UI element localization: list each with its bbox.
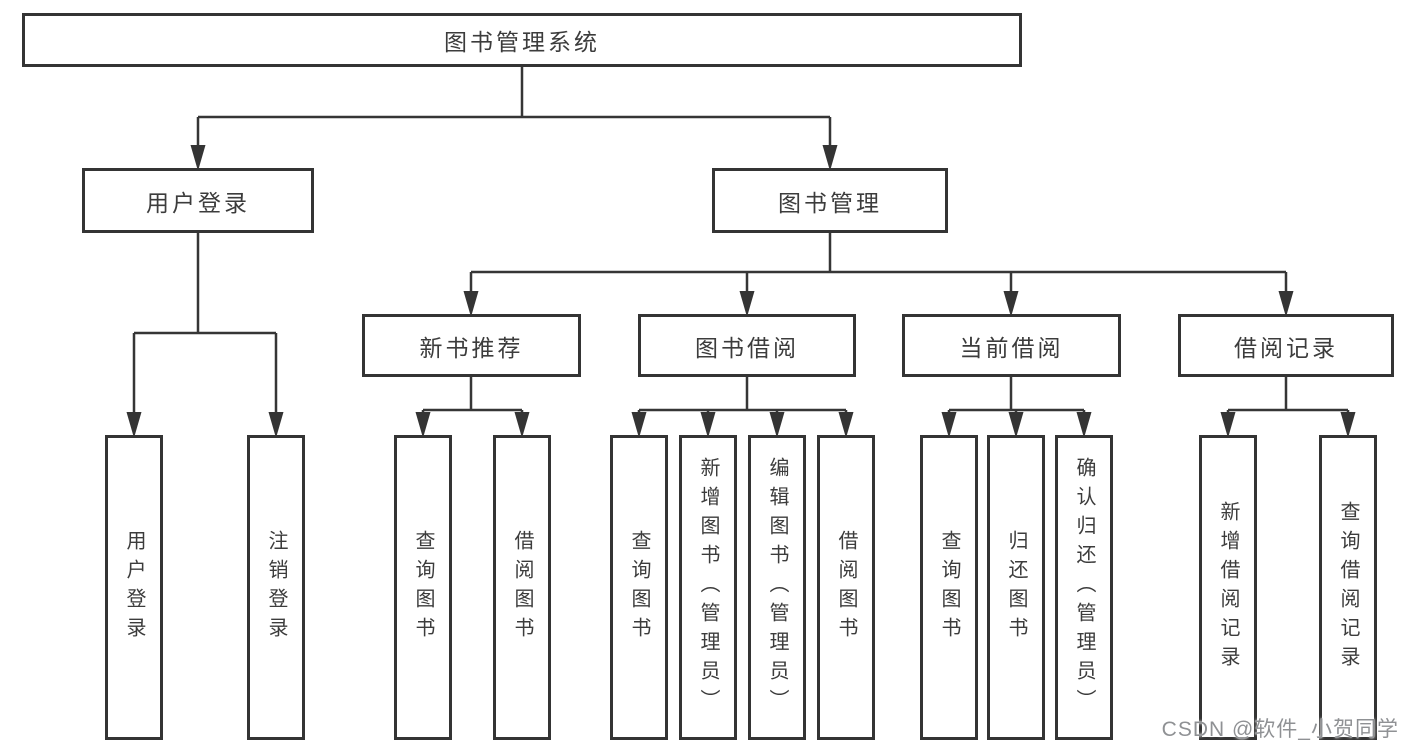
node-new-book-recommend: 新书推荐 bbox=[362, 314, 581, 377]
leaf-borrow-books-2: 借阅图书 bbox=[817, 435, 875, 740]
leaf-query-books-2: 查询图书 bbox=[610, 435, 668, 740]
node-current-borrow: 当前借阅 bbox=[902, 314, 1121, 377]
leaf-user-login-label: 用户登录 bbox=[123, 529, 145, 646]
leaf-borrow-books-1-label: 借阅图书 bbox=[511, 529, 533, 646]
leaf-user-login: 用户登录 bbox=[105, 435, 163, 740]
leaf-edit-book-admin-label: 编辑图书（管理员） bbox=[766, 457, 788, 718]
node-current-borrow-label: 当前借阅 bbox=[959, 334, 1064, 361]
leaf-query-books-1-label: 查询图书 bbox=[412, 529, 434, 646]
leaf-confirm-return-admin-label: 确认归还（管理员） bbox=[1073, 457, 1095, 718]
node-new-book-recommend-label: 新书推荐 bbox=[419, 334, 524, 361]
leaf-query-books-2-label: 查询图书 bbox=[628, 529, 650, 646]
leaf-add-borrow-record-label: 新增借阅记录 bbox=[1217, 500, 1239, 675]
leaf-return-book-label: 归还图书 bbox=[1005, 529, 1027, 646]
leaf-confirm-return-admin: 确认归还（管理员） bbox=[1055, 435, 1113, 740]
leaf-logout: 注销登录 bbox=[247, 435, 305, 740]
leaf-query-books-3-label: 查询图书 bbox=[938, 529, 960, 646]
leaf-borrow-books-2-label: 借阅图书 bbox=[835, 529, 857, 646]
leaf-return-book: 归还图书 bbox=[987, 435, 1045, 740]
leaf-query-borrow-record-label: 查询借阅记录 bbox=[1337, 500, 1359, 675]
leaf-query-books-3: 查询图书 bbox=[920, 435, 978, 740]
node-book-borrow: 图书借阅 bbox=[638, 314, 856, 377]
leaf-add-book-admin: 新增图书（管理员） bbox=[679, 435, 737, 740]
node-root-label: 图书管理系统 bbox=[444, 29, 600, 55]
leaf-add-borrow-record: 新增借阅记录 bbox=[1199, 435, 1257, 740]
leaf-query-books-1: 查询图书 bbox=[394, 435, 452, 740]
node-book-management: 图书管理 bbox=[712, 168, 948, 233]
node-root: 图书管理系统 bbox=[22, 13, 1022, 67]
node-borrow-records: 借阅记录 bbox=[1178, 314, 1394, 377]
watermark: CSDN @软件_小贺同学 bbox=[1161, 718, 1399, 741]
node-book-management-label: 图书管理 bbox=[778, 189, 882, 216]
node-borrow-records-label: 借阅记录 bbox=[1234, 334, 1338, 361]
node-user-login-label: 用户登录 bbox=[146, 189, 250, 216]
leaf-edit-book-admin: 编辑图书（管理员） bbox=[748, 435, 806, 740]
leaf-add-book-admin-label: 新增图书（管理员） bbox=[697, 457, 719, 718]
leaf-query-borrow-record: 查询借阅记录 bbox=[1319, 435, 1377, 740]
node-book-borrow-label: 图书借阅 bbox=[695, 334, 799, 361]
leaf-borrow-books-1: 借阅图书 bbox=[493, 435, 551, 740]
node-user-login: 用户登录 bbox=[82, 168, 314, 233]
leaf-logout-label: 注销登录 bbox=[265, 529, 287, 646]
